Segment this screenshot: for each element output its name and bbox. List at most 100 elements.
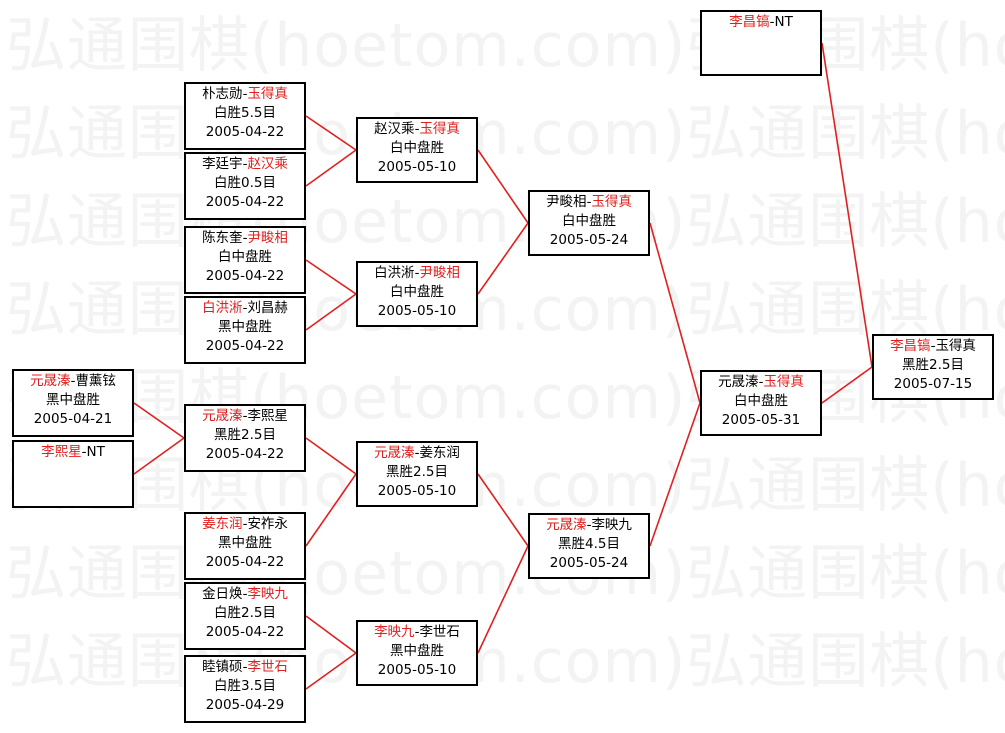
connector-r1-3-to-r2-2 <box>305 259 357 295</box>
player-one: 尹畯相 <box>546 194 587 210</box>
player-two: 李世石 <box>419 624 460 640</box>
player-one: 元晟溱 <box>374 445 415 461</box>
player-two: 李世石 <box>247 659 288 675</box>
player-separator: - <box>242 408 248 424</box>
match-players: 朴志勋-玉得真 <box>186 85 304 104</box>
connector-seed-to-final <box>821 42 873 368</box>
match-date: 2005-05-24 <box>549 232 629 248</box>
match-result: 白中盘胜 <box>390 284 444 300</box>
match-box-seed: 李昌镐-NT <box>700 10 822 76</box>
player-two: 玉得真 <box>591 194 632 210</box>
player-separator: - <box>81 444 87 460</box>
player-two: 玉得真 <box>419 121 460 137</box>
player-separator: - <box>242 516 248 532</box>
player-two: 玉得真 <box>763 374 804 390</box>
match-players: 李映九-李世石 <box>358 623 476 642</box>
player-separator: - <box>242 156 248 172</box>
connector-r2-1-to-r3-1 <box>477 149 529 224</box>
connector-r4-1-to-final <box>821 366 873 404</box>
connector-r0-2-to-r1-5 <box>133 437 185 475</box>
match-date: 2005-04-21 <box>33 411 113 427</box>
match-result: 白胜5.5目 <box>214 105 276 121</box>
connector-r0-1-to-r1-5 <box>133 402 185 439</box>
player-separator: - <box>769 14 775 30</box>
player-two: 安祚永 <box>247 516 288 532</box>
player-separator: - <box>758 374 764 390</box>
match-date: 2005-04-22 <box>205 268 285 284</box>
match-players: 白洪淅-尹畯相 <box>358 264 476 283</box>
match-players: 陈东奎-尹畯相 <box>186 229 304 248</box>
player-one: 陈东奎 <box>202 230 243 246</box>
player-two: 赵汉乘 <box>247 156 288 172</box>
match-players: 元晟溱-玉得真 <box>702 373 820 392</box>
player-separator: - <box>242 300 248 316</box>
player-two: 李映九 <box>247 586 288 602</box>
match-result: 白胜2.5目 <box>214 605 276 621</box>
match-players: 金日焕-李映九 <box>186 585 304 604</box>
connector-r3-1-to-r4-1 <box>649 222 701 404</box>
match-players: 姜东润-安祚永 <box>186 515 304 534</box>
connector-r2-2-to-r3-1 <box>477 222 529 295</box>
player-two: 李熙星 <box>247 408 288 424</box>
connector-r1-7-to-r2-4 <box>305 615 357 654</box>
connector-r1-6-to-r2-3 <box>305 473 357 547</box>
player-one: 元晟溱 <box>718 374 759 390</box>
match-date: 2005-07-15 <box>893 376 973 392</box>
match-players: 李熙星-NT <box>14 443 132 462</box>
player-separator: - <box>242 230 248 246</box>
match-players: 赵汉乘-玉得真 <box>358 120 476 139</box>
player-one: 李昌镐 <box>890 338 931 354</box>
match-result: 黑胜4.5目 <box>558 536 620 552</box>
player-two: 玉得真 <box>247 86 288 102</box>
player-one: 白洪淅 <box>374 265 415 281</box>
player-one: 李熙星 <box>41 444 82 460</box>
connector-r1-4-to-r2-2 <box>305 293 357 331</box>
player-two: NT <box>774 14 793 30</box>
player-two: 尹畯相 <box>247 230 288 246</box>
match-box-r1-1: 朴志勋-玉得真白胜5.5目 2005-04-22 <box>184 82 306 150</box>
connector-r1-1-to-r2-1 <box>305 115 357 151</box>
player-one: 李映九 <box>374 624 415 640</box>
connector-r3-2-to-r4-1 <box>649 402 701 547</box>
connector-r1-2-to-r2-1 <box>305 149 357 187</box>
match-result: 白胜0.5目 <box>214 175 276 191</box>
player-one: 睦镇硕 <box>202 659 243 675</box>
player-one: 元晟溱 <box>30 373 71 389</box>
match-result: 黑中盘胜 <box>218 535 272 551</box>
player-separator: - <box>586 194 592 210</box>
match-result: 白中盘胜 <box>734 393 788 409</box>
match-date: 2005-05-10 <box>377 159 457 175</box>
match-date: 2005-05-10 <box>377 662 457 678</box>
match-date: 2005-05-31 <box>721 412 801 428</box>
player-one: 姜东润 <box>202 516 243 532</box>
match-result: 白中盘胜 <box>390 140 444 156</box>
match-date: 2005-05-10 <box>377 483 457 499</box>
player-two: 玉得真 <box>935 338 976 354</box>
match-box-r0-2: 李熙星-NT <box>12 440 134 508</box>
match-date: 2005-04-22 <box>205 124 285 140</box>
match-players: 元晟溱-李熙星 <box>186 407 304 426</box>
match-result: 白胜3.5目 <box>214 678 276 694</box>
match-players: 睦镇硕-李世石 <box>186 658 304 677</box>
player-two: NT <box>86 444 105 460</box>
match-players: 白洪淅-刘昌赫 <box>186 299 304 318</box>
player-one: 元晟溱 <box>202 408 243 424</box>
player-separator: - <box>414 445 420 461</box>
match-date: 2005-04-22 <box>205 446 285 462</box>
player-one: 朴志勋 <box>202 86 243 102</box>
connector-r2-4-to-r3-2 <box>477 545 529 654</box>
match-box-r2-1: 赵汉乘-玉得真白中盘胜 2005-05-10 <box>356 117 478 183</box>
player-separator: - <box>242 586 248 602</box>
match-result: 黑胜2.5目 <box>386 464 448 480</box>
connector-r2-3-to-r3-2 <box>477 473 529 547</box>
